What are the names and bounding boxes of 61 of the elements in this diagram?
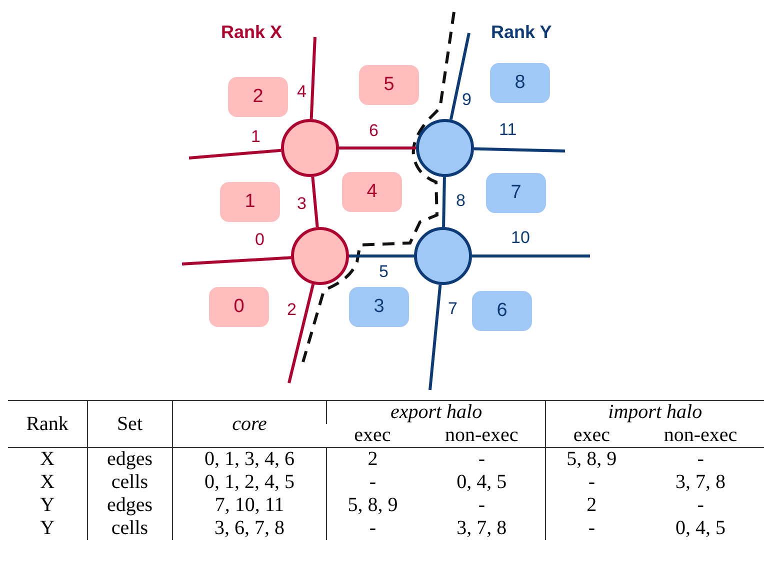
table-cell: Y <box>8 517 88 540</box>
table-cell: edges <box>87 448 172 471</box>
header-cell: Set <box>87 400 172 448</box>
mesh-edge <box>474 147 566 152</box>
mesh-edge <box>349 254 414 258</box>
table-cell: 5, 8, 9 <box>546 448 638 471</box>
cell-number: 6 <box>472 291 532 331</box>
table-cell: Y <box>8 494 88 517</box>
vertex-circle <box>416 119 474 177</box>
mesh-edge <box>311 176 319 228</box>
mesh-edge <box>288 284 315 384</box>
table-cell: 3, 6, 7, 8 <box>172 517 327 540</box>
cell-number: 0 <box>209 287 269 327</box>
table-cell: 3, 7, 8 <box>418 517 546 540</box>
rank-label: Rank X <box>221 22 282 43</box>
header-cell: non-exec <box>637 424 764 448</box>
table-cell: 5, 8, 9 <box>326 494 418 517</box>
header-cell: exec <box>326 424 418 448</box>
mesh-edge <box>442 176 446 228</box>
mesh-edge <box>339 146 416 150</box>
table-cell: 2 <box>326 448 418 471</box>
table-cell: X <box>8 448 88 471</box>
table-cell: 0, 4, 5 <box>418 471 546 494</box>
table-cell: - <box>546 471 638 494</box>
table-cell: 0, 1, 3, 4, 6 <box>172 448 327 471</box>
table-cell-text: 3, 7, 8 <box>674 471 727 494</box>
table-cell-text: 0, 4, 5 <box>674 517 727 540</box>
header-cell: core <box>172 400 327 448</box>
header-cell: export halo <box>326 400 546 424</box>
table-cell: X <box>8 471 88 494</box>
table-cell: - <box>326 471 418 494</box>
cell-number: 1 <box>220 182 280 222</box>
table-cell: - <box>637 448 764 471</box>
rank-label: Rank Y <box>491 22 552 43</box>
mesh-edge <box>188 148 282 160</box>
table-cell-text: - <box>696 494 705 517</box>
cell-number: 7 <box>486 173 546 213</box>
table-cell: - <box>418 448 546 471</box>
cell-number: 8 <box>490 63 550 103</box>
cell-number: 3 <box>349 287 409 327</box>
header-cell: non-exec <box>418 424 546 448</box>
table-cell: cells <box>87 517 172 540</box>
mesh-edge <box>182 256 292 266</box>
cell-number: 5 <box>359 65 419 105</box>
table-cell: - <box>326 517 418 540</box>
header-cell: Rank <box>8 400 88 448</box>
mesh-edge <box>472 254 590 258</box>
mesh-edge <box>310 36 316 120</box>
header-cell: exec <box>546 424 638 448</box>
cell-number: 4 <box>342 172 402 212</box>
table-cell: - <box>418 494 546 517</box>
table-cell: 2 <box>546 494 638 517</box>
table-cell: 7, 10, 11 <box>172 494 327 517</box>
table-cell: - <box>546 517 638 540</box>
cell-number: 2 <box>228 77 288 117</box>
table-cell: 0, 1, 2, 4, 5 <box>172 471 327 494</box>
mesh-edge <box>428 284 442 390</box>
table-cell: cells <box>87 471 172 494</box>
table-cell: edges <box>87 494 172 517</box>
header-cell: import halo <box>546 400 764 424</box>
mesh-edge <box>449 32 470 120</box>
